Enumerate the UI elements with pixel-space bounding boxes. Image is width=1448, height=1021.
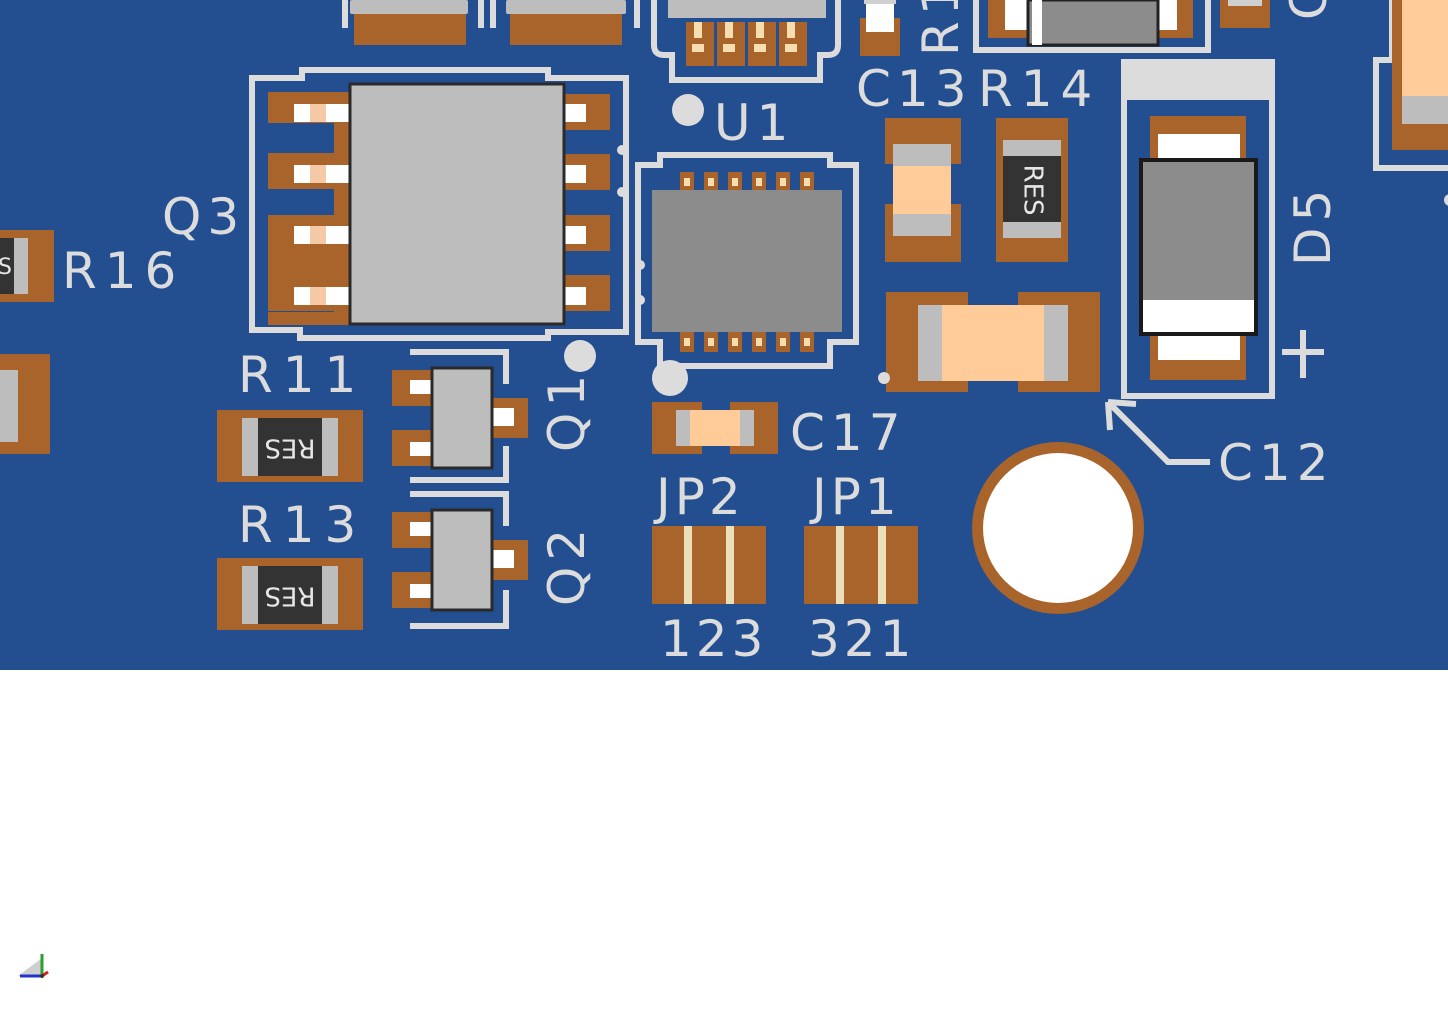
c-partial-label: C — [1280, 0, 1338, 20]
r16-label: R16 — [62, 242, 184, 300]
q1-label: Q1 — [538, 369, 596, 452]
r16-resistor[interactable]: S — [0, 230, 54, 302]
mounting-hole — [972, 442, 1144, 614]
u1-label: U1 — [714, 94, 794, 152]
c12-label: C12 — [1218, 434, 1335, 492]
left-partial-capacitor — [0, 354, 50, 454]
c12-leader-arrow — [1105, 399, 1137, 431]
r1-partial-label: R1 — [912, 0, 970, 56]
r13-marking: RES — [265, 581, 316, 611]
c17-capacitor[interactable] — [652, 402, 778, 454]
d5-label: D5 — [1284, 184, 1342, 266]
jp2-jumper[interactable] — [652, 526, 766, 604]
c12-leader-line — [1105, 399, 1210, 465]
jp2-pin-numbers: 123 — [660, 610, 767, 668]
axis-triad-icon[interactable] — [18, 954, 49, 978]
u1-pad-marker — [652, 360, 688, 396]
c12-capacitor[interactable] — [878, 292, 1100, 392]
u1-ic[interactable] — [635, 152, 859, 369]
jp2-label: JP2 — [653, 468, 745, 526]
q2-label: Q2 — [538, 523, 596, 606]
edge-marker — [1444, 194, 1448, 206]
r14-label: R14 — [978, 60, 1100, 118]
c17-label: C17 — [790, 404, 907, 462]
top-partial-components — [342, 0, 1448, 171]
c13-capacitor[interactable] — [885, 118, 961, 262]
r16-marking: S — [0, 255, 12, 280]
r11-resistor[interactable]: RES — [217, 410, 363, 482]
c13-label: C13 — [856, 60, 973, 118]
r14-marking: RES — [1018, 165, 1048, 216]
q2-transistor[interactable] — [392, 491, 528, 629]
jp1-jumper[interactable] — [804, 526, 918, 604]
q3-label: Q3 — [162, 188, 245, 246]
q1-transistor[interactable] — [392, 349, 528, 483]
q3-mosfet[interactable] — [249, 67, 629, 372]
r14-resistor[interactable]: RES — [996, 118, 1068, 262]
r11-label: R11 — [238, 346, 366, 404]
r13-label: R13 — [238, 496, 366, 554]
r13-resistor[interactable]: RES — [217, 558, 363, 630]
d5-diode[interactable] — [1121, 59, 1324, 399]
u1-pin1-marker — [672, 94, 704, 126]
jp1-pin-numbers: 321 — [808, 610, 915, 668]
jp1-label: JP1 — [809, 468, 901, 526]
r11-marking: RES — [265, 433, 316, 463]
